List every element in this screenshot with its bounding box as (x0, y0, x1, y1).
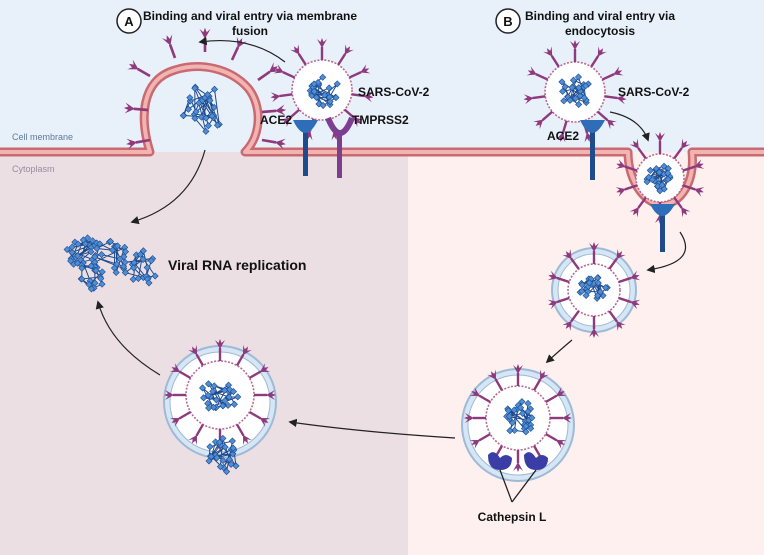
badge-b-letter: B (503, 14, 512, 29)
badge-a: A (116, 8, 142, 34)
arrow-endosome1-to-2 (545, 339, 573, 364)
panel-a-title-line2: fusion (232, 24, 268, 38)
cathepsin-l-enzyme-1 (488, 452, 512, 470)
cathepsin-l-label: Cathepsin L (478, 510, 547, 524)
viral-rna-replication-cluster (63, 234, 159, 293)
ace2-receptor-a (293, 120, 318, 176)
arrow-virion-to-pit (609, 111, 650, 142)
rna-escaping-endosome (205, 434, 240, 476)
endosome-2 (461, 364, 575, 482)
arrow-virion-to-bubble (198, 36, 286, 63)
arrow-endosome2-to-3 (288, 418, 456, 439)
ace2-label-b: ACE2 (547, 129, 579, 143)
sars-cov-2-virion-a (269, 38, 375, 142)
endosome-1 (546, 242, 642, 338)
ace2-label-a: ACE2 (260, 113, 292, 127)
panel-a-title-line1: Binding and viral entry via membrane (143, 9, 357, 23)
sars-cov-2-virion-b (522, 40, 628, 144)
badge-b: B (495, 8, 521, 34)
arrow-pit-to-endosome (646, 231, 686, 274)
tmprss2-protease-a (325, 116, 355, 178)
fusion-bubble-rna (179, 83, 223, 135)
cytoplasm-label: Cytoplasm (12, 164, 55, 174)
arrow-endosome3-to-rna (95, 300, 161, 376)
badge-a-letter: A (124, 14, 134, 29)
panel-b-title-line1: Binding and viral entry via (525, 9, 675, 23)
endosome-3 (163, 339, 277, 459)
tmprss2-label: TMPRSS2 (352, 113, 409, 127)
ace2-receptor-pit (650, 204, 675, 252)
viral-rna-replication-label: Viral RNA replication (168, 257, 306, 273)
cathepsin-l-enzyme-2 (524, 452, 548, 470)
arrow-bubble-to-rna (130, 149, 206, 225)
cathepsin-pointer-lines (499, 469, 537, 503)
sars-cov-2-label-b: SARS-CoV-2 (618, 85, 690, 99)
ace2-receptor-b (580, 120, 605, 180)
sars-cov-2-label-a: SARS-CoV-2 (358, 85, 430, 99)
cytoplasm-region-right (408, 152, 764, 555)
cell-membrane-label: Cell membrane (12, 132, 73, 142)
sars-cov-2-virion-pit (614, 132, 706, 224)
pathway-arrows (95, 36, 686, 439)
panel-b-title-line2: endocytosis (565, 24, 635, 38)
